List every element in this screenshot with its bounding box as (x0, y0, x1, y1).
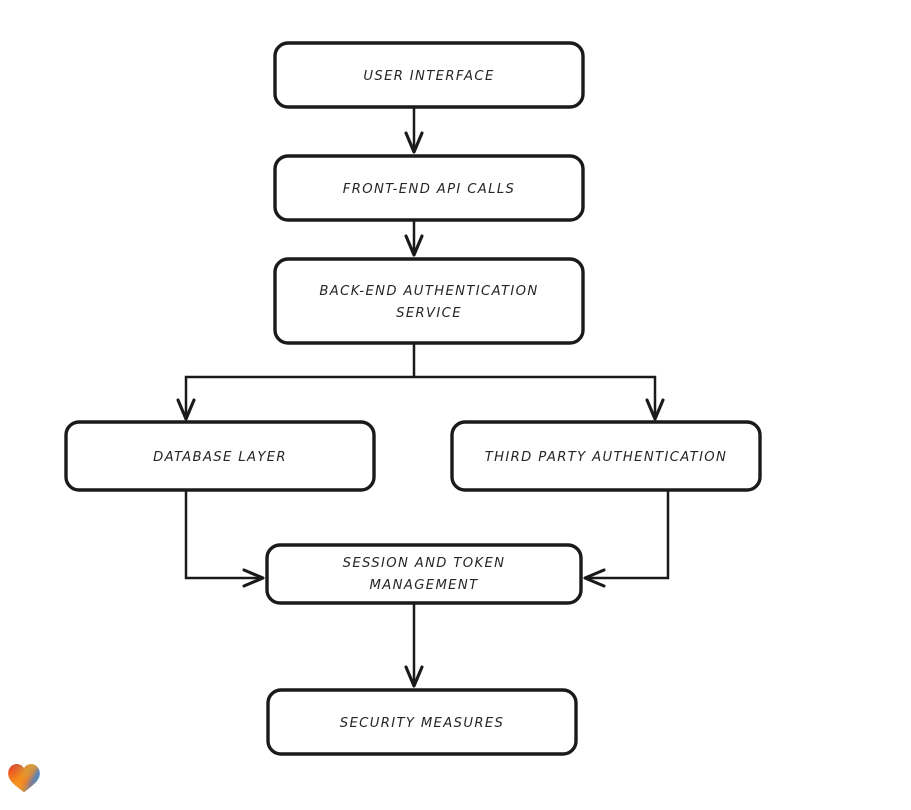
node-user-interface-label: USER INTERFACE (363, 69, 494, 84)
edge-api-to-auth (404, 220, 424, 257)
node-session-and-token-management[interactable]: SESSION AND TOKEN MANAGEMENT (265, 543, 583, 605)
edge-session-to-security (404, 603, 424, 688)
node-third-party-authentication[interactable]: THIRD PARTY AUTHENTICATION (450, 420, 762, 492)
node-user-interface-shape[interactable] (273, 41, 585, 109)
heart-icon-overlay (8, 764, 40, 793)
node-security-measures-shape[interactable] (266, 688, 578, 756)
edge-ui-to-api (404, 107, 424, 154)
node-database-layer-shape[interactable] (64, 420, 376, 492)
node-front-end-api-calls-label: FRONT-END API CALLS (343, 182, 515, 197)
node-session-and-token-management-label-line2: MANAGEMENT (370, 578, 479, 593)
node-third-party-authentication-label: THIRD PARTY AUTHENTICATION (485, 450, 728, 465)
node-back-end-authentication-service-shape[interactable] (273, 257, 585, 345)
edge-layer (176, 107, 670, 688)
edge-auth-to-thirdparty (414, 375, 665, 421)
node-security-measures-label: SECURITY MEASURES (340, 716, 505, 731)
node-back-end-authentication-service[interactable]: BACK-END AUTHENTICATION SERVICE (273, 257, 585, 345)
node-front-end-api-calls-shape[interactable] (273, 154, 585, 222)
node-session-and-token-management-shape[interactable] (265, 543, 583, 605)
node-back-end-authentication-service-label-line1: BACK-END AUTHENTICATION (319, 284, 538, 299)
node-database-layer-label: DATABASE LAYER (153, 450, 287, 465)
node-back-end-authentication-service-label-line2: SERVICE (396, 306, 462, 321)
heart-icon (8, 764, 40, 793)
node-session-and-token-management-label-line1: SESSION AND TOKEN (343, 556, 506, 571)
node-security-measures[interactable]: SECURITY MEASURES (266, 688, 578, 756)
edge-auth-to-database (176, 375, 414, 421)
edge-thirdparty-to-session (583, 490, 670, 588)
heart-icon-container (6, 760, 42, 796)
node-layer: USER INTERFACE FRONT-END API CALLS BACK-… (64, 41, 762, 756)
edge-database-to-session (184, 490, 265, 588)
node-database-layer[interactable]: DATABASE LAYER (64, 420, 376, 492)
node-front-end-api-calls[interactable]: FRONT-END API CALLS (273, 154, 585, 222)
node-third-party-authentication-shape[interactable] (450, 420, 762, 492)
node-user-interface[interactable]: USER INTERFACE (273, 41, 585, 109)
